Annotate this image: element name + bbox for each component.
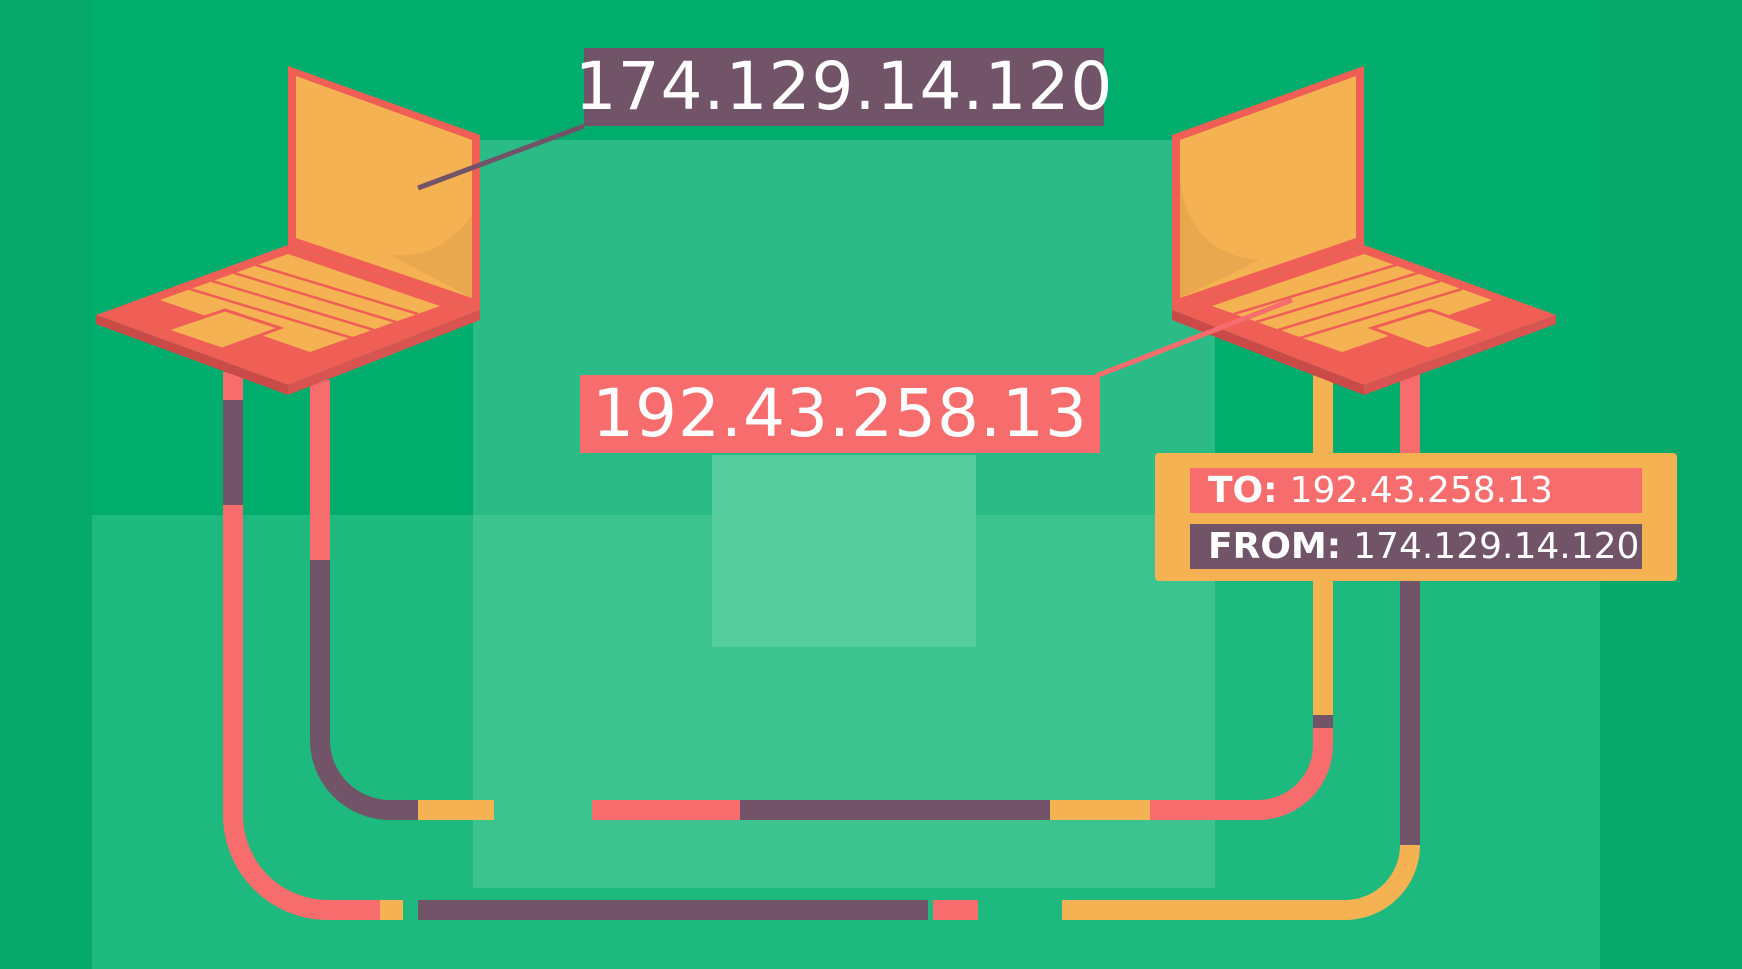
packet-header-box: TO: 192.43.258.13 FROM: 174.129.14.120 bbox=[1155, 453, 1677, 581]
cable-left-outer bbox=[223, 372, 978, 920]
packet-to-value: 192.43.258.13 bbox=[1289, 470, 1553, 511]
leader-line-right bbox=[1095, 297, 1293, 379]
right-computer-ip-label: 192.43.258.13 bbox=[580, 375, 1100, 453]
packet-from-label: FROM: bbox=[1208, 526, 1342, 567]
laptop-right-icon bbox=[1172, 66, 1556, 395]
background-center-square bbox=[712, 455, 976, 647]
packet-to-label: TO: bbox=[1208, 470, 1278, 511]
laptop-left-icon bbox=[96, 66, 480, 395]
packet-from-value: 174.129.14.120 bbox=[1353, 526, 1640, 567]
left-computer-ip-label: 174.129.14.120 bbox=[574, 48, 1114, 126]
packet-from-row: FROM: 174.129.14.120 bbox=[1190, 524, 1642, 569]
leader-line-left bbox=[417, 123, 585, 191]
cable-left-inner bbox=[310, 380, 494, 820]
packet-to-row: TO: 192.43.258.13 bbox=[1190, 468, 1642, 513]
cable-right-outer bbox=[1062, 372, 1420, 920]
background-band-left bbox=[0, 0, 92, 969]
